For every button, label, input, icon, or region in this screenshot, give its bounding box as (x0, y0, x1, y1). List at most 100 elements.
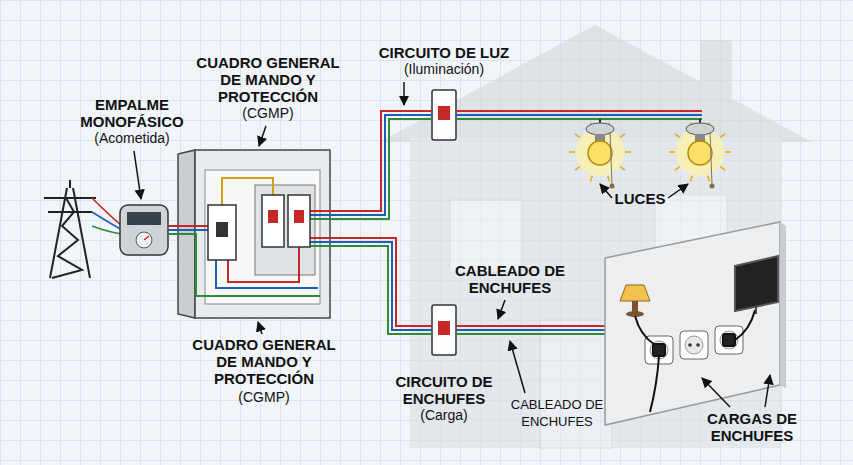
light-bulb (708, 176, 710, 182)
light-wires (600, 119, 700, 125)
wire (330, 111, 432, 211)
light-bulb (669, 123, 731, 182)
distribution-panel (208, 205, 236, 260)
circuit-breaker (432, 305, 456, 355)
distribution-panel (178, 150, 330, 318)
light-bulb (620, 134, 625, 138)
node-subtitle: (CGMP) (193, 105, 343, 122)
power-pylon (69, 180, 71, 188)
breaker-box: CIRCUITO DE LUZ(Iluminación) (432, 90, 456, 140)
circuit-breaker (432, 90, 456, 140)
light-bulb (575, 134, 580, 138)
power-pylon (44, 180, 96, 278)
leader-arrow (498, 300, 505, 319)
power-pylon (48, 211, 92, 213)
leader-arrow (134, 82, 770, 407)
node-title: CIRCUITO DE LUZ (359, 44, 529, 61)
wire (168, 225, 178, 227)
panel-subtitle: (CGMP) (189, 389, 339, 406)
television (735, 256, 778, 314)
wire (168, 229, 178, 231)
wire-bundle (330, 111, 432, 219)
power-pylon (44, 197, 96, 199)
node-subtitle: (Iluminación) (359, 61, 529, 78)
distribution-panel (216, 222, 228, 237)
distribution-panel (262, 195, 284, 247)
light-bulb (576, 128, 624, 176)
distribution-panel (178, 225, 208, 227)
plug-cable (650, 356, 659, 412)
wall-socket (696, 343, 700, 347)
light-bulb (676, 128, 724, 176)
distribution-panel (216, 260, 318, 288)
light-bulb (610, 184, 615, 189)
light-bulb (710, 184, 715, 189)
wire (330, 238, 432, 326)
wiring-label: CABLEADO DE ENCHUFES (505, 396, 609, 430)
wire (330, 115, 432, 215)
light-bulb (720, 134, 725, 138)
light-bulb (675, 167, 680, 171)
light-bulb (610, 132, 612, 184)
distribution-panel (255, 185, 315, 275)
light-bulb (688, 141, 712, 165)
wire (168, 233, 178, 235)
socket-wires (456, 325, 612, 327)
plug-cable (635, 310, 755, 412)
circuit-breaker (432, 90, 456, 355)
distribution-panel (310, 241, 330, 243)
node-heading: CIRCUITO DE LUZ(Iluminación) (359, 44, 529, 78)
wall-panel (605, 222, 780, 425)
wire (330, 242, 432, 330)
light-bulb (569, 151, 575, 153)
plug-cable (735, 310, 755, 340)
light-bulb (608, 176, 610, 182)
node-heading: EMPALME MONOFÁSICO(Acometida) (80, 96, 184, 147)
panel-box: CUADRO GENERAL DE MANDO Y PROTECCIÓN(CGM… (178, 150, 330, 318)
service-wires (92, 198, 122, 234)
light-wires (456, 110, 702, 112)
leader-arrow (259, 126, 266, 146)
table-lamp (620, 285, 650, 301)
light-wires (456, 114, 702, 116)
leader-arrow (510, 341, 525, 393)
meter-box: EMPALME MONOFÁSICO(Acometida) (120, 205, 168, 255)
socket-wires (456, 333, 612, 335)
node-title: CIRCUITO DE ENCHUFES (384, 373, 504, 407)
light-bulb (720, 167, 725, 171)
node-heading: CIRCUITO DE ENCHUFES(Carga) (384, 373, 504, 424)
plug-cable (635, 316, 655, 345)
circuit-breaker (438, 321, 450, 335)
power-pylon (52, 198, 82, 278)
leader-arrow (702, 378, 730, 407)
light-bulb (669, 151, 675, 153)
light-bulb (620, 167, 625, 171)
electric-meter (136, 232, 152, 248)
electric-meter (127, 212, 161, 225)
node-subtitle: (Carga) (384, 407, 504, 424)
node-title: CUADRO GENERAL DE MANDO Y PROTECCIÓN (193, 54, 343, 105)
light-bulb (725, 151, 731, 153)
wall-socket (715, 326, 743, 354)
light-bulb (690, 176, 692, 182)
distribution-panel (310, 214, 330, 216)
light-bulb (625, 151, 631, 153)
socket-wires (456, 329, 612, 331)
panel-title: CUADRO GENERAL DE MANDO Y PROTECCIÓN (189, 336, 339, 387)
wire-bundle (330, 238, 432, 334)
plug-cable (723, 334, 735, 346)
wall-socket (680, 331, 708, 359)
distribution-panel (205, 170, 320, 304)
leader-arrow (765, 375, 770, 407)
loads-label: CARGAS DE ENCHUFES (702, 410, 802, 444)
distribution-panel (310, 245, 330, 247)
lights-label: LUCES (600, 190, 680, 207)
wire-bundle (168, 226, 178, 234)
wall-panel (605, 222, 786, 425)
distribution-panel (228, 247, 299, 282)
light-bulb (675, 134, 680, 138)
leader-arrow (668, 184, 688, 198)
service-wires (92, 226, 122, 234)
house-watermark (380, 25, 812, 142)
node-title: EMPALME MONOFÁSICO (80, 96, 184, 130)
